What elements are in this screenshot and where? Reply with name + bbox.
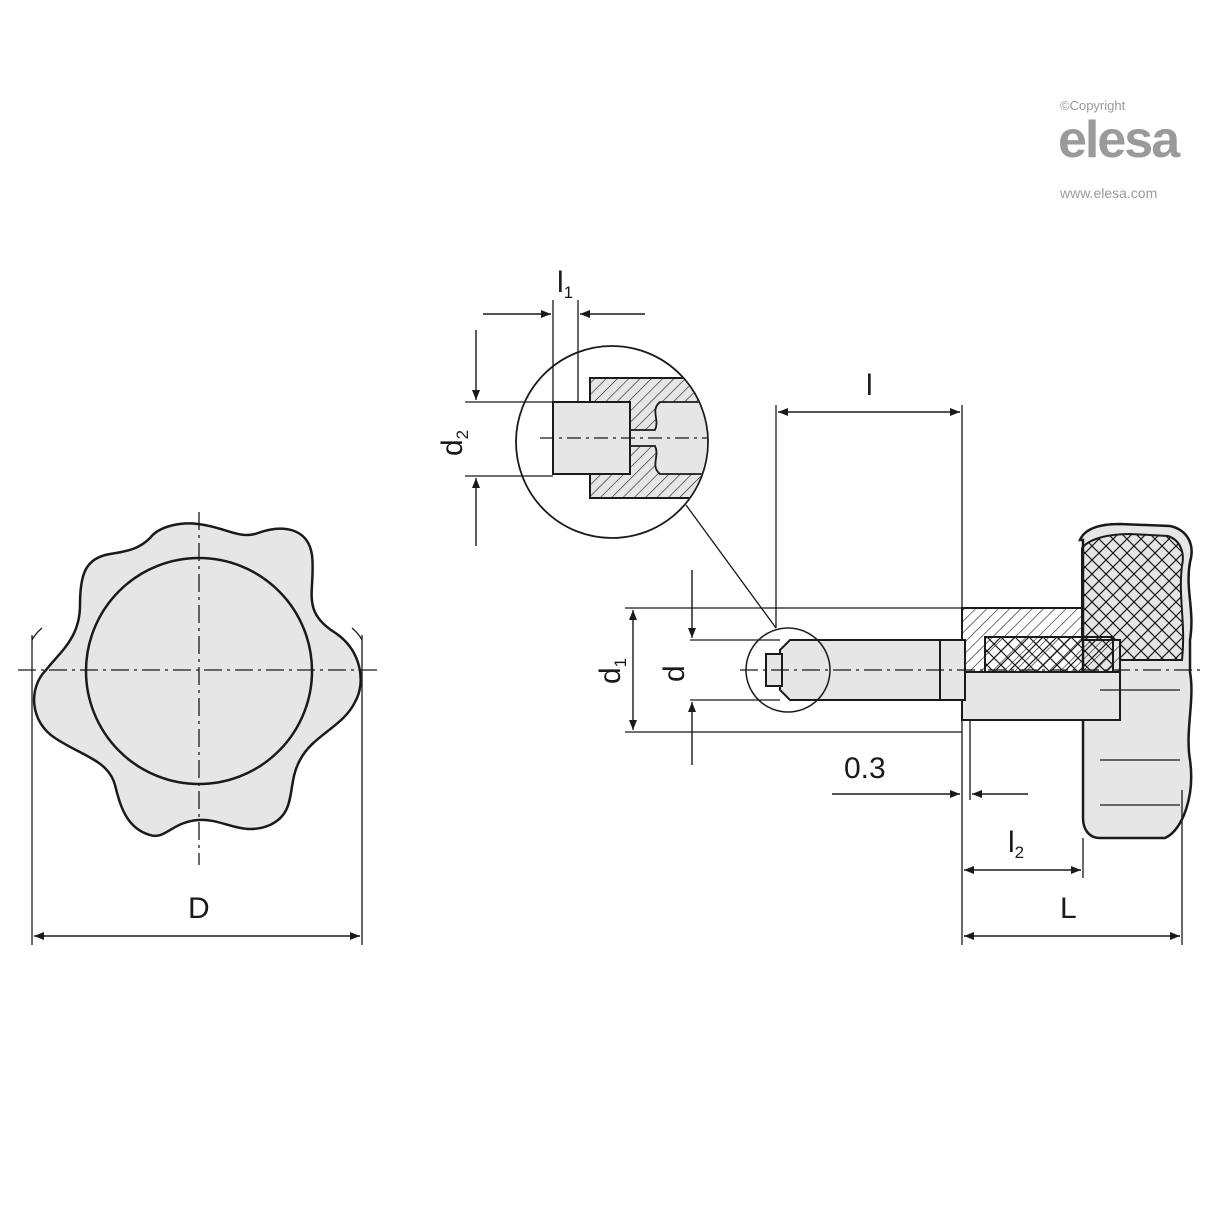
website-url: www.elesa.com (1060, 185, 1158, 201)
label-d2: d2 (436, 430, 472, 456)
label-D: D (188, 892, 210, 925)
label-gap: 0.3 (844, 752, 886, 785)
label-d1: d1 (594, 658, 630, 684)
detail-pin (552, 401, 631, 475)
side-view-dimensions: l d1 d 0.3 l2 L (594, 369, 1183, 945)
star-knob-front-view: D (18, 512, 380, 945)
detail-marker-circle (745, 627, 831, 713)
copyright-notice: ©Copyright (1060, 98, 1126, 113)
label-l2: l2 (1008, 826, 1024, 862)
label-d: d (658, 665, 691, 682)
threaded-insert (984, 636, 1114, 673)
detail-view: l1 d2 (436, 266, 709, 546)
hub-lower (961, 671, 1121, 721)
label-l: l (866, 369, 873, 402)
label-L: L (1060, 892, 1077, 925)
knob-side-view (685, 504, 1200, 840)
brand-logo: elesa (1058, 111, 1180, 169)
knurled-grip (1081, 532, 1185, 661)
label-l1: l1 (557, 266, 573, 302)
detail-leader-line (685, 504, 777, 629)
